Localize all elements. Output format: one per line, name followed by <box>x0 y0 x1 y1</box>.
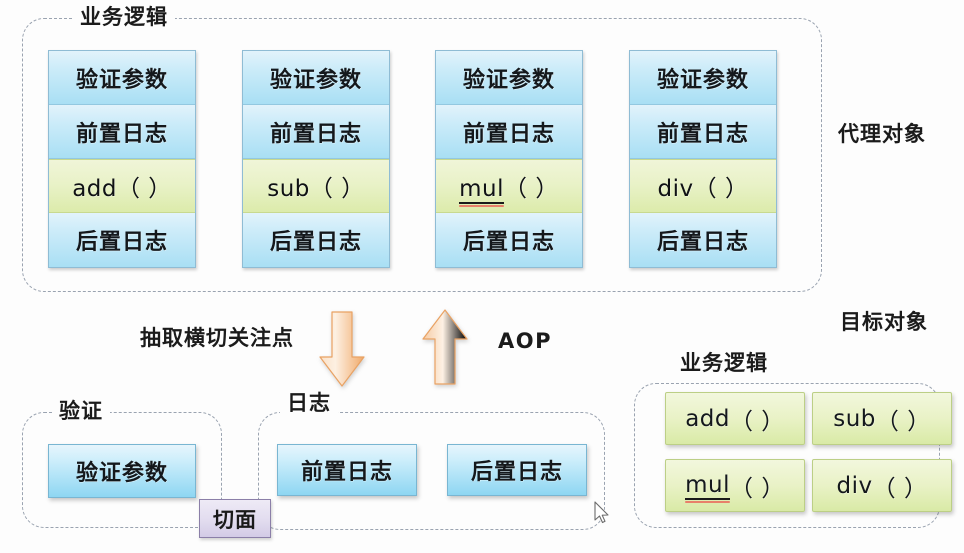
log-aspect-group <box>258 412 605 530</box>
proxy-method-stack: 验证参数 前置日志 div（ ） 后置日志 <box>629 50 777 268</box>
cell-method-div: div（ ） <box>630 159 776 213</box>
method-name: mul <box>685 471 731 503</box>
mouse-pointer-icon <box>594 501 609 524</box>
method-name: div <box>657 176 694 202</box>
method-parens: （ ） <box>693 176 749 202</box>
method-name: mul <box>459 176 505 204</box>
aspect-badge[interactable]: 切面 <box>199 499 271 538</box>
extract-crosscutting-label: 抽取横切关注点 <box>140 326 294 350</box>
cell-method-add: add（ ） <box>49 159 195 213</box>
cell-after-log: 后置日志 <box>630 213 776 267</box>
proxy-method-stack: 验证参数 前置日志 add（ ） 后置日志 <box>48 50 196 268</box>
method-parens: （ ） <box>875 408 931 435</box>
cell-after-log: 后置日志 <box>243 213 389 267</box>
cell-validate-params: 验证参数 <box>630 51 776 105</box>
cell-method-mul: mul（ ） <box>436 159 582 213</box>
method-parens: （ ） <box>504 176 559 202</box>
cell-method-sub: sub（ ） <box>243 159 389 213</box>
method-name: add <box>685 405 730 432</box>
method-parens: （ ） <box>729 408 785 435</box>
method-name: sub <box>833 405 876 432</box>
aop-label: AOP <box>498 329 552 353</box>
validate-aspect-label: 验证 <box>52 399 110 424</box>
proxy-method-stack: 验证参数 前置日志 mul（ ） 后置日志 <box>435 50 583 268</box>
cell-after-log: 后置日志 <box>49 213 195 267</box>
cell-before-log: 前置日志 <box>49 105 195 159</box>
method-name: add <box>72 176 117 202</box>
proxy-method-stack: 验证参数 前置日志 sub（ ） 后置日志 <box>242 50 390 268</box>
cell-validate-params: 验证参数 <box>243 51 389 105</box>
cell-before-log: 前置日志 <box>630 105 776 159</box>
target-object-side-label: 目标对象 <box>840 310 928 334</box>
validate-aspect-group <box>22 412 222 528</box>
down-arrow-icon <box>319 311 365 387</box>
cell-validate-params: 验证参数 <box>49 51 195 105</box>
log-aspect-label: 日志 <box>280 391 338 416</box>
up-arrow-icon <box>422 309 468 385</box>
method-parens: （ ） <box>309 176 365 202</box>
cell-before-log: 前置日志 <box>436 105 582 159</box>
method-parens: （ ） <box>730 475 785 502</box>
cell-validate-params: 验证参数 <box>436 51 582 105</box>
target-method-div[interactable]: div（ ） <box>812 459 952 512</box>
method-parens: （ ） <box>116 176 172 202</box>
method-name: div <box>836 472 873 499</box>
cell-before-log: 前置日志 <box>243 105 389 159</box>
aspect-card-before-log[interactable]: 前置日志 <box>277 444 417 496</box>
proxy-object-side-label: 代理对象 <box>838 122 926 146</box>
target-business-logic-group <box>634 383 940 528</box>
aspect-card-validate-params[interactable]: 验证参数 <box>48 444 196 498</box>
method-name: sub <box>267 176 310 202</box>
target-method-mul[interactable]: mul（ ） <box>665 459 805 512</box>
target-method-sub[interactable]: sub（ ） <box>812 392 952 445</box>
target-method-add[interactable]: add（ ） <box>665 392 805 445</box>
proxy-object-group <box>22 18 822 292</box>
target-group-label: 业务逻辑 <box>673 351 775 376</box>
proxy-group-label: 业务逻辑 <box>73 5 175 30</box>
aspect-card-after-log[interactable]: 后置日志 <box>447 444 587 496</box>
method-parens: （ ） <box>872 475 928 502</box>
cell-after-log: 后置日志 <box>436 213 582 267</box>
